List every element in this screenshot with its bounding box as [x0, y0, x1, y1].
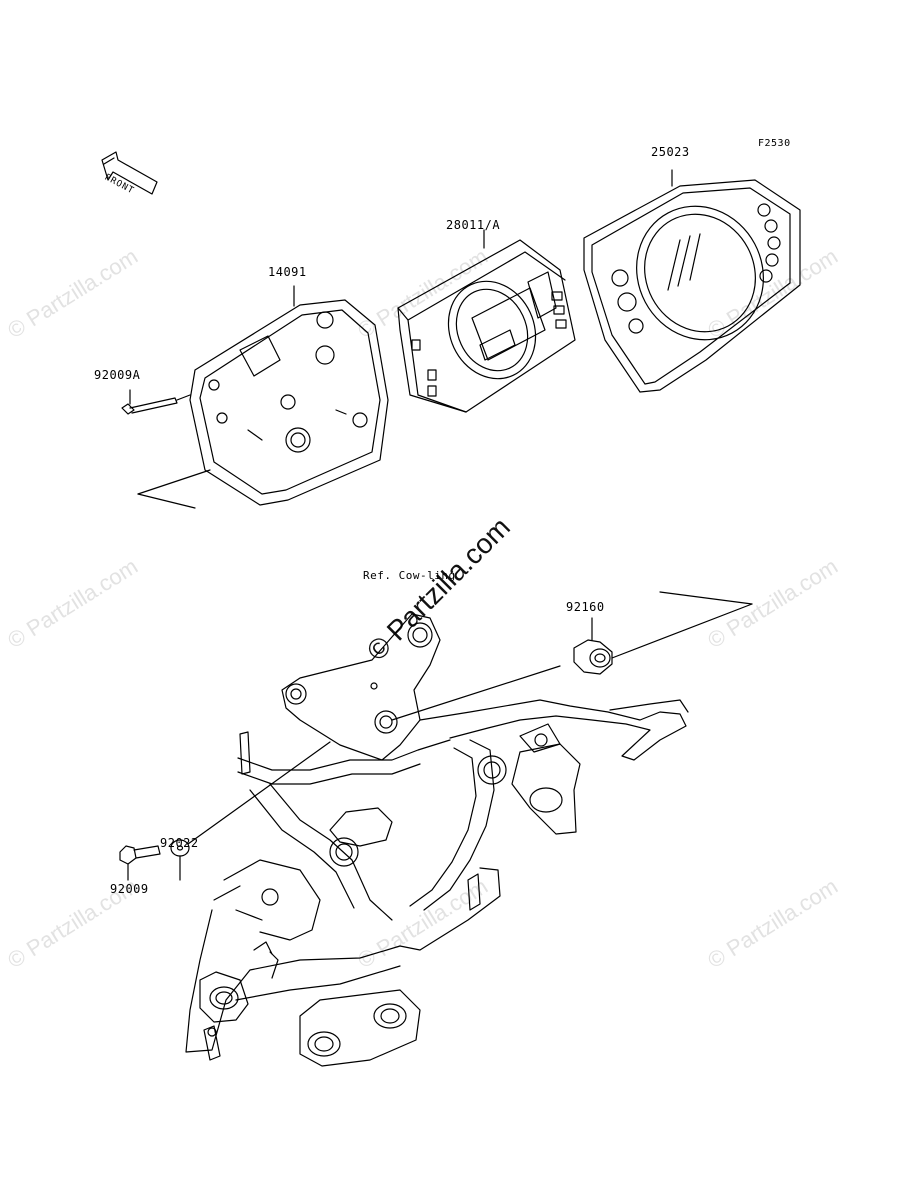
- part-label-92022: 92022: [160, 836, 199, 850]
- meter-cover-drawing: [583, 169, 801, 393]
- part-label-92009: 92009: [110, 882, 149, 896]
- screw-drawing: [121, 389, 191, 415]
- part-label-28011a: 28011/A: [446, 218, 501, 232]
- bolt-drawing: [119, 845, 161, 881]
- part-label-25023: 25023: [651, 145, 690, 159]
- figure-code: F2530: [758, 138, 791, 149]
- grommet-drawing: [391, 591, 753, 721]
- part-label-14091: 14091: [268, 265, 307, 279]
- part-label-92009a: 92009A: [94, 368, 141, 382]
- meter-bracket-frame-drawing: [185, 613, 689, 1067]
- reference-label: Ref. Cow-ling: [363, 569, 456, 582]
- front-arrow-icon: [101, 151, 158, 195]
- part-label-92160: 92160: [566, 600, 605, 614]
- meter-assembly-drawing: [397, 229, 576, 413]
- washer-drawing: [170, 741, 331, 881]
- meter-case-drawing: [137, 285, 389, 509]
